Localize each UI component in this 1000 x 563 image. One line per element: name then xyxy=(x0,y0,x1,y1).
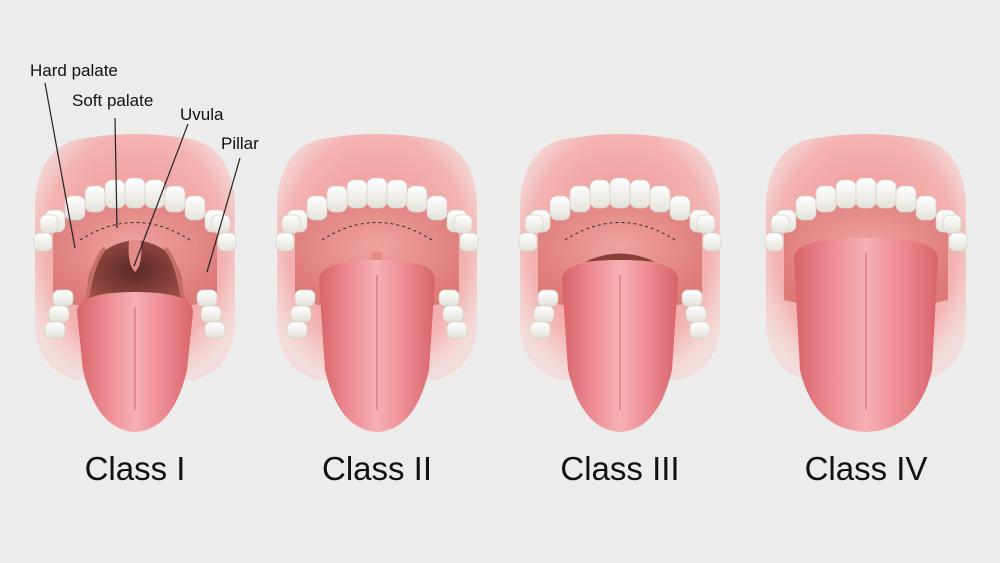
class-4-caption: Class IV xyxy=(804,450,928,487)
uvula xyxy=(128,240,142,272)
throat xyxy=(585,253,655,262)
uvula-label: Uvula xyxy=(180,105,224,124)
lower-teeth xyxy=(286,289,468,339)
class-2-caption: Class II xyxy=(321,450,433,487)
pillar-leader xyxy=(206,157,241,273)
class-1-caption: Class I xyxy=(84,450,186,487)
soft-palate-outline xyxy=(321,222,433,241)
soft-palate-leader xyxy=(114,117,118,229)
mouth-class-3 xyxy=(518,134,722,432)
soft-palate-label: Soft palate xyxy=(72,91,154,110)
mouth-class-2 xyxy=(275,134,479,432)
mouth-class-4 xyxy=(764,134,968,432)
pillar-left xyxy=(85,246,107,301)
pillar-label: Pillar xyxy=(221,134,259,153)
hard-palate-leader xyxy=(44,82,76,249)
upper-teeth xyxy=(275,177,479,252)
class-3-caption: Class III xyxy=(560,450,680,487)
uvula-leader xyxy=(133,123,189,267)
soft-palate-outline xyxy=(79,222,191,241)
upper-teeth xyxy=(764,177,968,252)
hard-palate-label: Hard palate xyxy=(30,61,118,80)
pillar-right xyxy=(163,246,185,301)
soft-palate-outline xyxy=(564,222,676,241)
lower-teeth xyxy=(44,289,226,339)
upper-teeth xyxy=(518,177,722,252)
lower-teeth xyxy=(529,289,711,339)
mouth-class-1 xyxy=(33,134,237,432)
